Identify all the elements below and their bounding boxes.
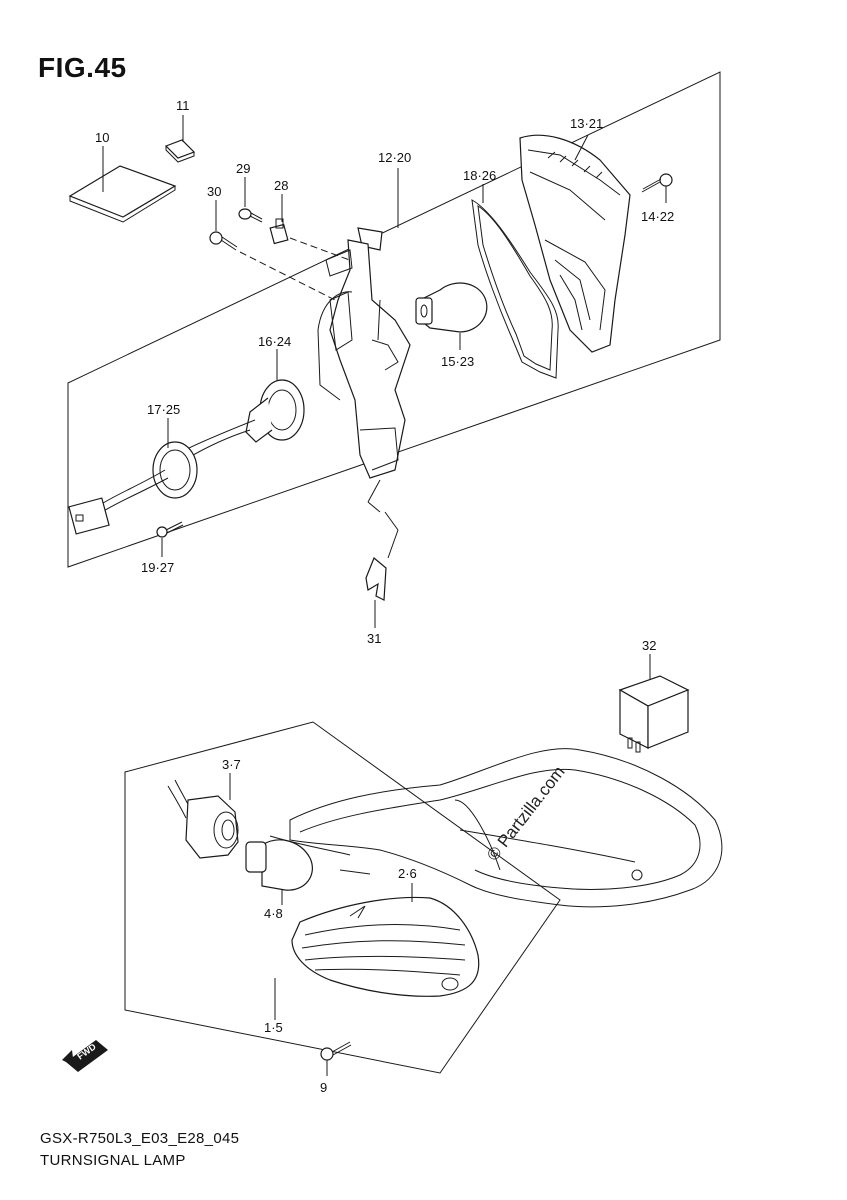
part-15-23-bulb[interactable] [415,282,488,333]
callout-13-21: 13·21 [570,116,603,131]
callout-1-5: 1·5 [264,1020,283,1035]
part-32-relay[interactable] [618,675,690,753]
part-18-26-gasket[interactable] [471,199,559,379]
part-4-8-bulb[interactable] [245,839,313,891]
callout-9: 9 [320,1080,327,1095]
callout-2-6: 2·6 [398,866,417,881]
part-17-25-harness[interactable] [68,419,256,535]
callout-17-25: 17·25 [147,402,180,417]
fwd-arrow-icon: FWD [62,1040,108,1072]
part-2-6-lens[interactable] [291,896,480,997]
callout-4-8: 4·8 [264,906,283,921]
callout-16-24: 16·24 [258,334,291,349]
upper-assembly-frame [67,71,721,568]
turnsignal-body [269,748,723,908]
callout-11: 11 [176,98,190,113]
part-9-screw[interactable] [320,1041,352,1061]
callout-29: 29 [236,161,250,176]
callout-30: 30 [207,184,221,199]
figure-model-code: GSX-R750L3_E03_E28_045 [40,1130,240,1147]
part-29-screw[interactable] [238,208,263,223]
watermark: © Partzilla.com [483,762,569,864]
callout-19-27: 19·27 [141,560,174,575]
callout-10: 10 [95,130,109,145]
lower-assembly-frame [124,721,561,1074]
part-10-pad[interactable] [68,165,177,223]
part-14-22-screw[interactable] [641,173,673,193]
figure-title: FIG.45 [38,52,127,83]
part-13-21-lens[interactable] [519,134,631,353]
part-16-24-socket[interactable] [245,379,305,443]
part-11-clip[interactable] [164,139,196,163]
figure-name: TURNSIGNAL LAMP [40,1152,186,1169]
callout-15-23: 15·23 [441,354,474,369]
callout-18-26: 18·26 [463,168,496,183]
part-12-20-bracket[interactable] [317,227,411,479]
part-31-clip[interactable] [365,557,387,601]
part-30-screw[interactable] [209,231,238,251]
callout-32: 32 [642,638,656,653]
callout-31: 31 [367,631,381,646]
part-3-7-socket[interactable] [167,779,239,859]
part-28-nut[interactable] [269,218,289,245]
callout-12-20: 12·20 [378,150,411,165]
part-19-27-screw[interactable] [156,521,184,538]
callout-3-7: 3·7 [222,757,241,772]
callout-14-22: 14·22 [641,209,674,224]
callout-28: 28 [274,178,288,193]
